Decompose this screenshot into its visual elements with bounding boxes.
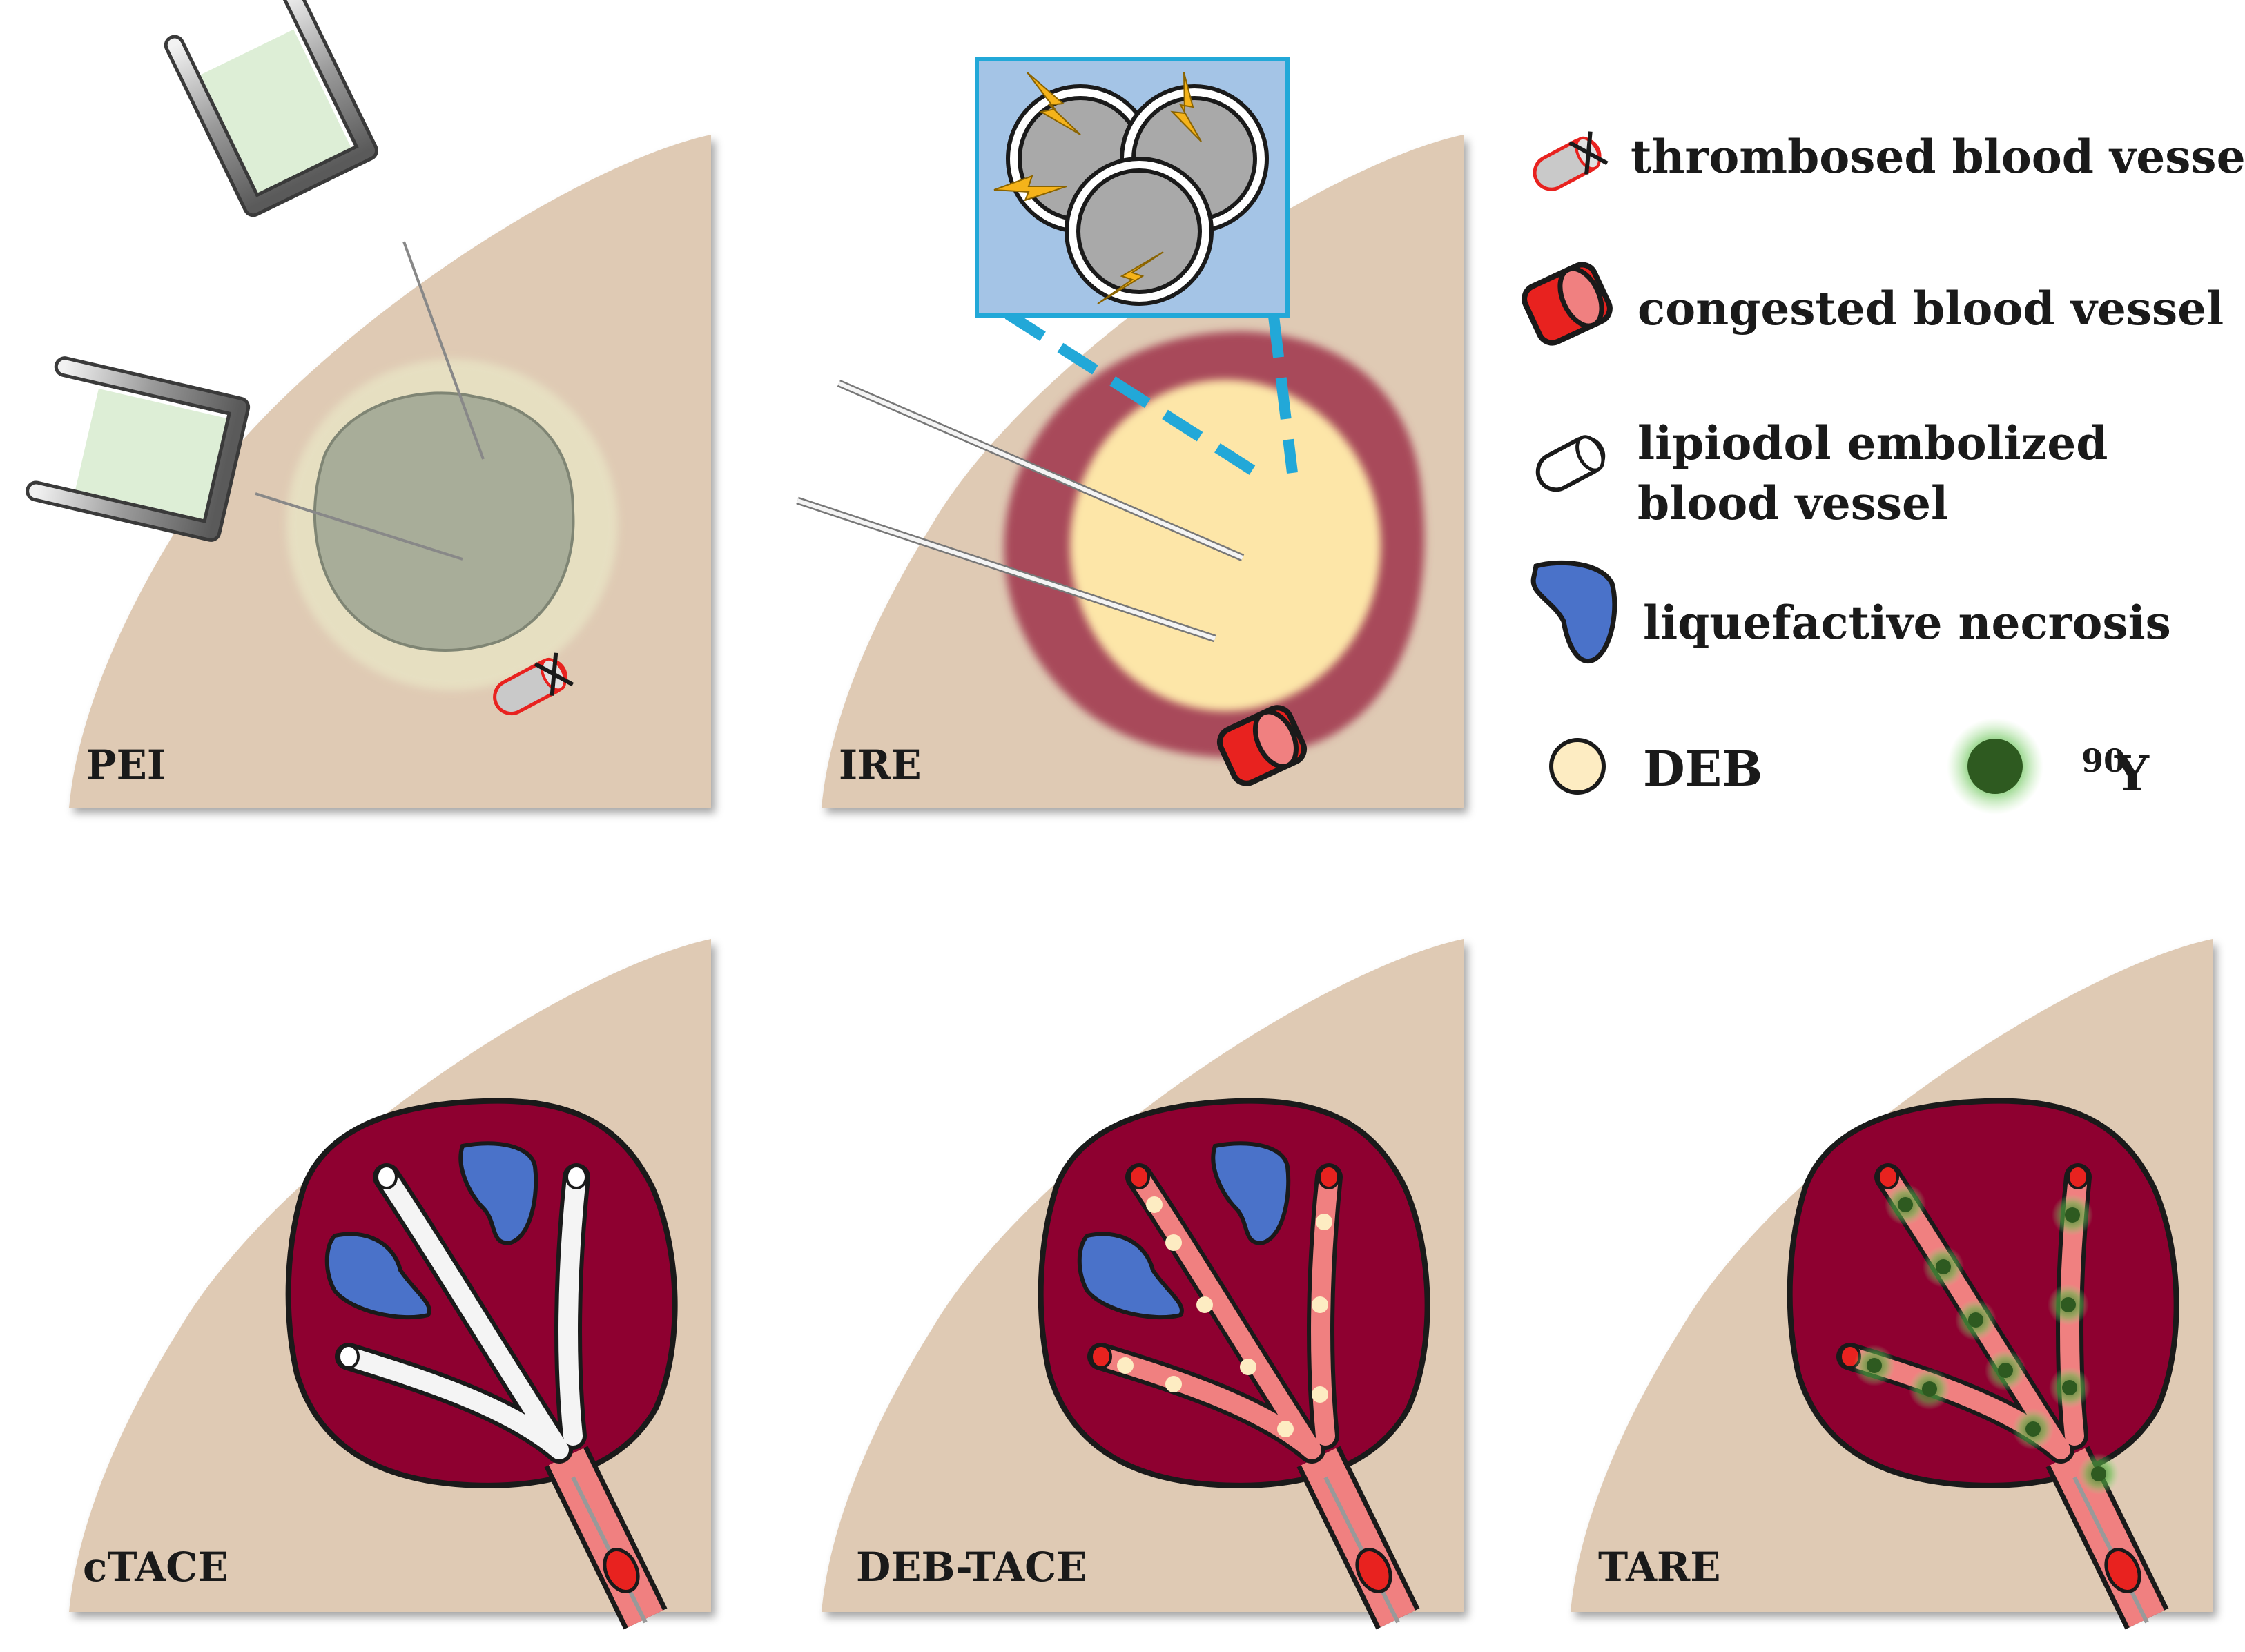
necrosis-region [324, 1232, 431, 1320]
necrosis-icon [1530, 560, 1617, 663]
legend-label-sup: 90 [2081, 742, 2126, 779]
panel-label-pei: PEI [86, 741, 166, 788]
thrombosed-vessel-icon [493, 652, 574, 716]
legend-label: lipiodol embolized [1637, 416, 2108, 470]
panel-debtace: DEB-TACE [822, 939, 1464, 1630]
ire-inset [975, 57, 1290, 318]
legend-label: blood vessel [1637, 476, 1948, 530]
deb-bead-icon [1549, 738, 1606, 795]
deb-bead [1316, 1214, 1332, 1230]
legend-label: liquefactive necrosis [1643, 596, 2171, 650]
catheter [1296, 1446, 1420, 1630]
panel-label-tare: TARE [1598, 1544, 1720, 1591]
deb-bead [1146, 1196, 1163, 1213]
legend-label: congested blood vessel [1637, 282, 2224, 336]
deb-bead [1117, 1357, 1134, 1374]
y90-bead-icon [1967, 739, 2023, 794]
y90-bead [1985, 1350, 2026, 1391]
needle [255, 492, 463, 561]
inset-pointer [1268, 315, 1298, 474]
legend-item-thrombosed: thrombosed blood vessel [1533, 130, 2245, 191]
y90-bead [2012, 1408, 2054, 1450]
inset-pointer [1004, 309, 1260, 478]
y90-beads [1854, 1184, 2119, 1495]
legend-label: thrombosed blood vessel [1631, 130, 2245, 184]
y90-bead [1885, 1184, 1926, 1225]
y90-bead [2049, 1367, 2090, 1408]
thrombosed-vessel-icon [1533, 131, 1609, 191]
catheter [544, 1446, 668, 1630]
necrosis-region [1211, 1141, 1291, 1245]
y90-bead [1854, 1345, 1895, 1386]
deb-bead [1312, 1296, 1328, 1313]
cell [1065, 157, 1214, 306]
congested-vessel-icon [1216, 705, 1308, 786]
legend-item-deb: DEB [1549, 738, 1762, 797]
deb-bead [1165, 1234, 1182, 1251]
congested-vessel-icon [1522, 262, 1613, 346]
panel-label-ctace: cTACE [83, 1544, 229, 1591]
deb-bead [1165, 1376, 1182, 1392]
lipiodol-vessel-tree [335, 1163, 590, 1464]
syringe-icon [164, 0, 379, 217]
legend-label: Y [2114, 745, 2150, 802]
y90-bead [1923, 1246, 1964, 1287]
electrode-needle [796, 496, 1216, 643]
y90-bead [2052, 1194, 2093, 1236]
legend-item-y90: 90 Y [1947, 718, 2150, 815]
deb-bead [1196, 1296, 1213, 1313]
lipiodol-vessel-icon [1535, 435, 1606, 492]
panel-label-debtace: DEB-TACE [856, 1544, 1087, 1591]
y90-bead [1909, 1368, 1950, 1410]
legend-item-lipiodol: lipiodol embolized blood vessel [1535, 416, 2108, 530]
lightning-icon [1097, 251, 1164, 304]
legend-item-congested: congested blood vessel [1522, 262, 2224, 346]
panel-ctace: cTACE [69, 939, 711, 1630]
deb-beads [1117, 1196, 1332, 1437]
electrode-needle [837, 379, 1245, 562]
deb-bead [1312, 1386, 1328, 1403]
legend-item-necrosis: liquefactive necrosis [1530, 560, 2171, 663]
panel-tare: TARE [1571, 939, 2213, 1630]
necrosis-region [1077, 1232, 1184, 1320]
lightning-icon [993, 175, 1067, 202]
deb-bead [1277, 1421, 1294, 1437]
lightning-icon [1027, 72, 1081, 135]
legend-label: DEB [1643, 740, 1762, 797]
legend: thrombosed blood vessel congested blood … [1522, 130, 2245, 815]
y90-bead [2048, 1284, 2089, 1325]
syringe-icon [26, 356, 251, 542]
necrosis-region [458, 1141, 538, 1245]
panel-pei: PEI [26, 0, 711, 808]
tumor [1787, 1098, 2179, 1488]
ablation-zone [1070, 380, 1381, 711]
y90-bead [2078, 1453, 2119, 1495]
needle [402, 241, 485, 460]
panel-label-ire: IRE [839, 741, 922, 788]
panel-ire: IRE [796, 57, 1464, 808]
tumor-gray [313, 391, 575, 652]
deb-bead [1240, 1359, 1256, 1375]
lightning-icon [1170, 72, 1202, 142]
y90-bead [1955, 1299, 1996, 1341]
